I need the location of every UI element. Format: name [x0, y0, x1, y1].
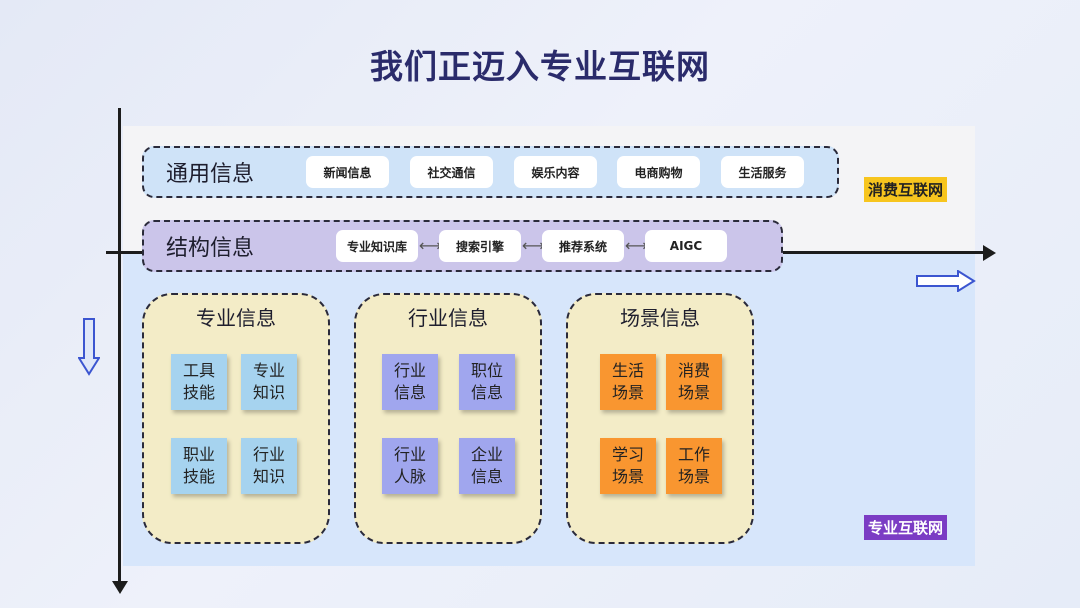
sticky-note-study-scenario: 学习场景: [600, 438, 656, 494]
sticky-note-tool-skills: 工具技能: [171, 354, 227, 410]
professional-internet-tag: 专业互联网: [864, 515, 948, 540]
horizontal-axis-arrowhead: [983, 245, 996, 261]
hollow-right-arrow-icon: [916, 270, 976, 292]
sticky-note-industry-info: 行业信息: [382, 354, 438, 410]
sticky-note-life-scenario: 生活场景: [600, 354, 656, 410]
general-item-ecommerce: 电商购物: [617, 156, 700, 188]
scenario-info-group: [566, 293, 754, 544]
structured-item-knowledge-base: 专业知识库: [336, 230, 418, 262]
note-text: 职业技能: [182, 445, 215, 486]
general-item-life-services: 生活服务: [721, 156, 804, 188]
note-text: 工作场景: [677, 445, 710, 486]
structured-item-search-engine: 搜索引擎: [439, 230, 521, 262]
general-item-entertainment: 娱乐内容: [514, 156, 597, 188]
consumer-internet-tag: 消费互联网: [864, 177, 948, 202]
note-text: 行业信息: [393, 361, 426, 402]
note-text: 学习场景: [611, 445, 644, 486]
general-info-label: 通用信息: [166, 162, 255, 187]
professional-info-group: [142, 293, 330, 544]
note-text: 消费场景: [677, 361, 710, 402]
vertical-axis-arrowhead: [112, 581, 128, 594]
industry-info-title: 行业信息: [408, 306, 488, 330]
double-arrow-icon: ⟷: [419, 236, 442, 255]
general-item-social: 社交通信: [410, 156, 493, 188]
note-text: 职位信息: [470, 361, 503, 402]
structured-info-label: 结构信息: [166, 236, 255, 261]
note-text: 生活场景: [611, 361, 644, 402]
hollow-down-arrow-icon: [78, 318, 100, 376]
page-title: 我们正迈入专业互联网: [370, 47, 710, 86]
professional-info-title: 专业信息: [196, 306, 276, 330]
structured-item-aigc: AIGC: [645, 230, 727, 262]
double-arrow-icon: ⟷: [522, 236, 545, 255]
note-text: 工具技能: [182, 361, 215, 402]
note-text: 企业信息: [470, 445, 503, 486]
sticky-note-job-info: 职位信息: [459, 354, 515, 410]
sticky-note-career-skills: 职业技能: [171, 438, 227, 494]
structured-item-recommendation: 推荐系统: [542, 230, 624, 262]
scenario-info-title: 场景信息: [620, 306, 700, 330]
vertical-axis: [118, 108, 121, 588]
sticky-note-company-info: 企业信息: [459, 438, 515, 494]
double-arrow-icon: ⟷: [625, 236, 648, 255]
sticky-note-industry-network: 行业人脉: [382, 438, 438, 494]
note-text: 行业知识: [252, 445, 285, 486]
industry-info-group: [354, 293, 542, 544]
sticky-note-pro-knowledge: 专业知识: [241, 354, 297, 410]
sticky-note-work-scenario: 工作场景: [666, 438, 722, 494]
sticky-note-consumption-scenario: 消费场景: [666, 354, 722, 410]
sticky-note-industry-knowledge: 行业知识: [241, 438, 297, 494]
general-item-news: 新闻信息: [306, 156, 389, 188]
note-text: 专业知识: [252, 361, 285, 402]
note-text: 行业人脉: [393, 445, 426, 486]
